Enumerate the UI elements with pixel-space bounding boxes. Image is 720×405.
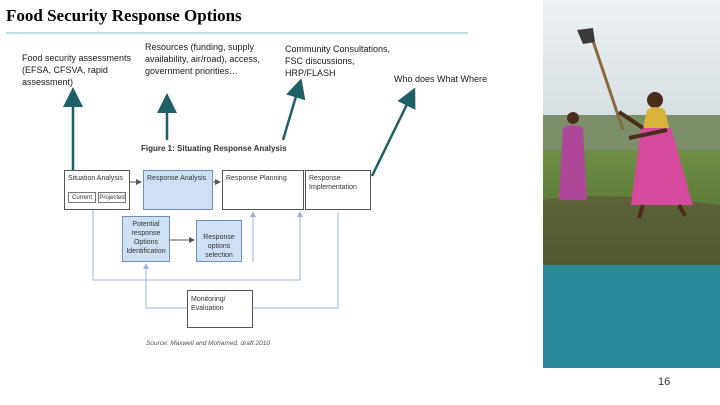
arrow-to-who-what-where	[370, 87, 416, 177]
potential-options-label: Potential response Options Identificatio…	[126, 221, 166, 255]
figure-title: Figure 1: Situating Response Analysis	[141, 144, 287, 153]
page-number: 16	[658, 376, 671, 388]
response-planning-label: Response Planning	[226, 175, 287, 182]
situation-analysis-label: Situation Analysis	[68, 175, 123, 182]
farmers-with-hoe-photo	[543, 0, 720, 368]
current-box: Current	[68, 192, 96, 203]
arrow-to-consultations	[281, 78, 306, 141]
options-selection-label: Response options selection	[203, 234, 235, 259]
slide-title: Food Security Response Options	[6, 6, 242, 25]
response-implementation-label: Response Implementation	[309, 175, 357, 191]
response-implementation-box: Response Implementation	[305, 170, 371, 210]
response-analysis-label: Response Analysis	[147, 175, 207, 182]
note-assessments: Food security assessments (EFSA, CFSVA, …	[22, 53, 132, 87]
note-who-what-where: Who does What Where	[394, 74, 488, 84]
options-selection-box: Response options selection	[196, 220, 242, 262]
note-consultations: Community Consultations, FSC discussions…	[285, 44, 391, 78]
potential-options-box: Potential response Options Identificatio…	[122, 216, 170, 262]
response-planning-box: Response Planning	[222, 170, 304, 210]
monitoring-evaluation-box: Monitoring/ Evaluation	[187, 290, 253, 328]
figure-source: Source: Maxwell and Mohamed, draft 2010	[146, 340, 270, 347]
response-analysis-box: Response Analysis	[143, 170, 213, 210]
situation-analysis-box: Situation Analysis Current Projected	[64, 170, 130, 210]
title-underline	[6, 32, 468, 34]
monitoring-evaluation-label: Monitoring/ Evaluation	[191, 296, 226, 312]
note-resources: Resources (funding, supply availability,…	[145, 42, 260, 76]
projected-box: Projected	[98, 192, 126, 203]
